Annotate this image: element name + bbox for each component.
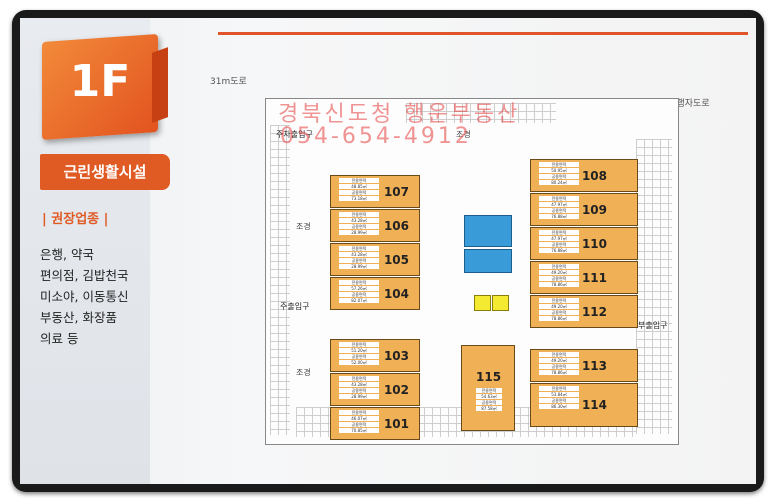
unit-number: 107 <box>383 184 409 199</box>
brochure-page: 1F 근린생활시설 | 권장업종 | 은행, 약국 편의점, 김밥천국 미소야,… <box>20 18 756 484</box>
landscape-label: 조경 <box>296 222 311 231</box>
unit-number: 112 <box>581 304 607 319</box>
top-accent-line <box>218 32 748 35</box>
landscape-label: 조경 <box>296 368 311 377</box>
parking-entrance-label: 주차출입구 <box>276 130 313 139</box>
unit-number: 108 <box>581 168 607 183</box>
unit-number: 104 <box>383 286 409 301</box>
landscape-grid-right <box>636 139 672 434</box>
unit-number: 106 <box>383 218 409 233</box>
recommend-item: 은행, 약국 <box>40 247 94 262</box>
elevator-icon <box>492 295 509 311</box>
recommend-item: 편의점, 김밥천국 <box>40 268 129 283</box>
road-label-top: 31m도로 <box>210 77 247 87</box>
unit-number: 101 <box>383 416 409 431</box>
unit-number: 105 <box>383 252 409 267</box>
unit-number: 111 <box>581 270 607 285</box>
floor-label: 1F <box>69 56 131 107</box>
landscape-grid-left <box>270 125 290 435</box>
unit-number: 102 <box>383 382 409 397</box>
watermark-line2: 054-654-4912 <box>280 124 472 149</box>
staircase-icon <box>464 215 512 247</box>
sub-entrance-label: 부출입구 <box>638 321 668 330</box>
recommend-item: 부동산, 화장품 <box>40 310 117 325</box>
unit-number: 110 <box>581 236 607 251</box>
recommend-item: 미소야, 이동통신 <box>40 289 129 304</box>
elevator-icon <box>474 295 491 311</box>
watermark-line1: 경북신도청 행운부동산 <box>278 102 521 127</box>
staircase-icon <box>464 249 512 273</box>
unit-number: 109 <box>581 202 607 217</box>
badge-fold-shape <box>152 47 168 123</box>
unit-number: 114 <box>581 398 607 412</box>
recommend-list: 은행, 약국 편의점, 김밥천국 미소야, 이동통신 부동산, 화장품 의료 등 <box>40 244 128 349</box>
floor-badge: 1F <box>42 33 158 141</box>
unit-number: 115 <box>476 370 502 384</box>
main-entrance-label: 주출입구 <box>280 302 310 311</box>
unit-number: 113 <box>581 358 607 373</box>
unit-number: 103 <box>383 348 409 363</box>
landscape-label: 조경 <box>456 130 471 139</box>
landscape-grid-top <box>406 103 556 123</box>
category-title: 근린생활시설 <box>40 154 170 190</box>
recommend-title: | 권장업종 | <box>42 212 109 227</box>
recommend-item: 의료 등 <box>40 331 79 346</box>
